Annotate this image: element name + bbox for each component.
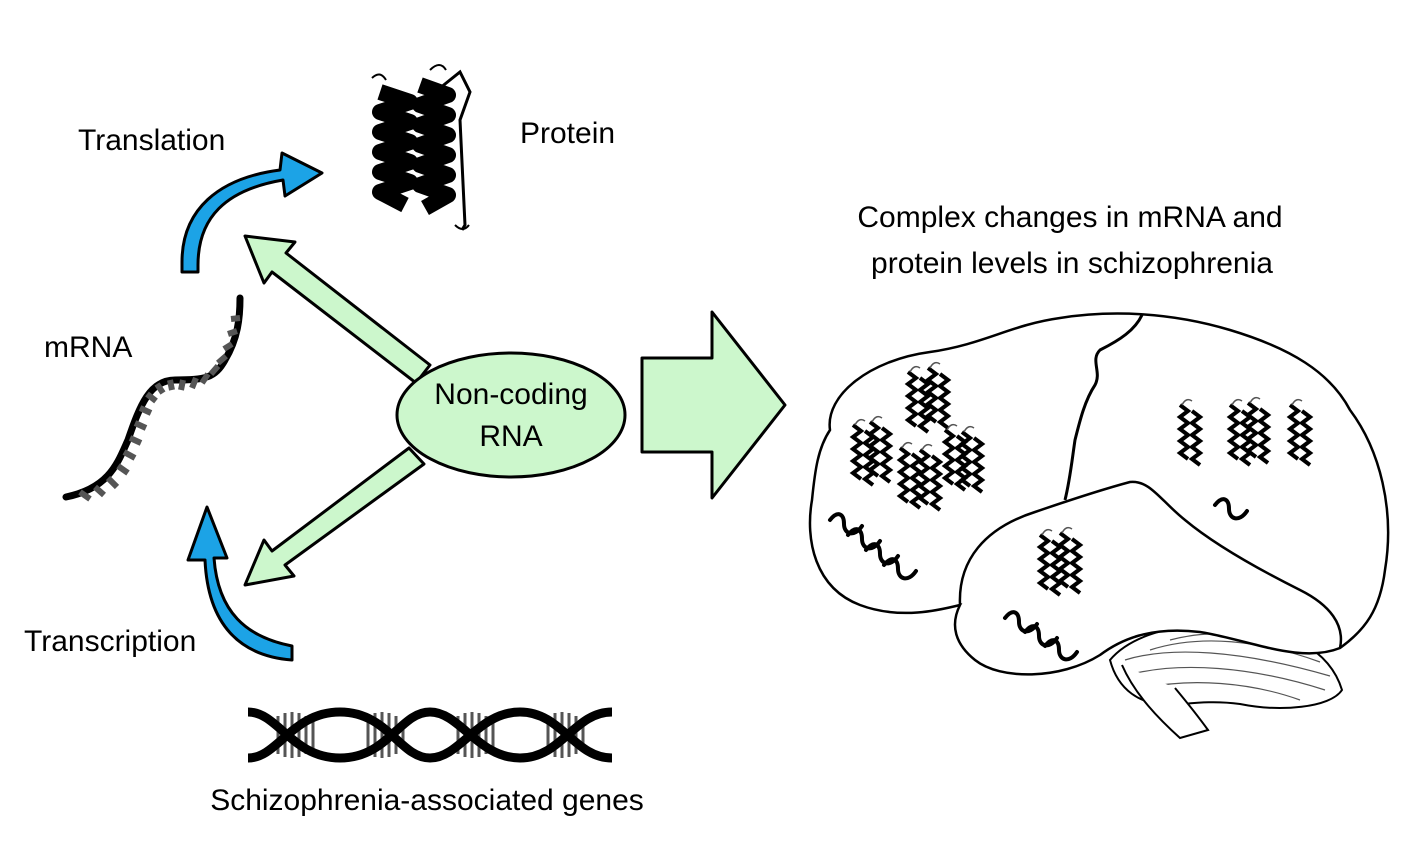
noncoding-rna-label-line2: RNA bbox=[479, 420, 542, 453]
protein-icon bbox=[371, 64, 472, 231]
dna-icon bbox=[247, 707, 613, 763]
mrna-icon bbox=[62, 294, 244, 502]
translation-arrow bbox=[180, 151, 324, 274]
brain-stem bbox=[1121, 664, 1210, 740]
ncrna-to-translation-arrow bbox=[243, 234, 432, 385]
translation-label: Translation bbox=[78, 124, 225, 157]
brain-icon bbox=[808, 312, 1390, 740]
big-right-arrow bbox=[640, 310, 787, 500]
cerebrum bbox=[808, 312, 1390, 676]
genes-label: Schizophrenia-associated genes bbox=[210, 784, 644, 817]
temporal-lobe bbox=[958, 480, 1343, 649]
central-sulcus bbox=[1063, 314, 1144, 501]
transcription-label: Transcription bbox=[24, 625, 196, 658]
noncoding-rna-node: Non-coding RNA bbox=[395, 351, 627, 479]
protein-label: Protein bbox=[520, 117, 615, 150]
noncoding-rna-label-line1: Non-coding bbox=[434, 378, 587, 411]
ncrna-to-transcription-arrow bbox=[243, 446, 426, 587]
changes-label-line1: Complex changes in mRNA and bbox=[857, 201, 1282, 234]
mrna-label: mRNA bbox=[44, 331, 132, 364]
transcription-arrow bbox=[186, 505, 294, 662]
changes-label-line2: protein levels in schizophrenia bbox=[871, 247, 1273, 280]
